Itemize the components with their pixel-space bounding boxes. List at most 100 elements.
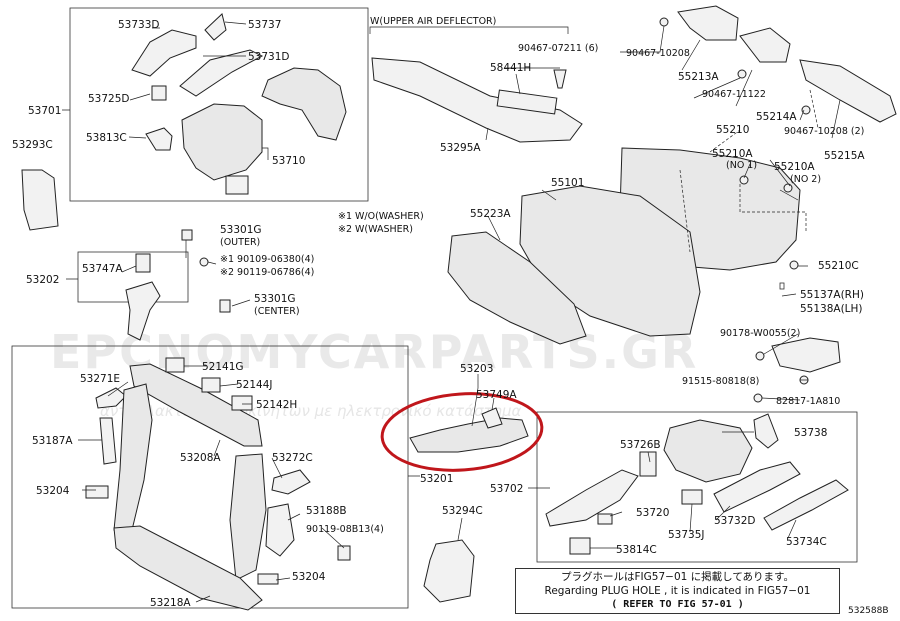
part-53272C bbox=[271, 469, 311, 495]
plug-hole-note: プラグホールはFIG57−01 に掲載してあります。 Regarding PLU… bbox=[515, 568, 840, 614]
group-box-53702 bbox=[536, 411, 858, 563]
label-53295A: 53295A bbox=[440, 142, 481, 154]
label-53734C: 53734C bbox=[786, 536, 827, 548]
clip-90178 bbox=[755, 351, 765, 361]
part-53188B bbox=[265, 503, 295, 557]
part-53710 bbox=[181, 103, 263, 181]
label-52144J: 52144J bbox=[236, 379, 273, 391]
label-53710: 53710 bbox=[272, 155, 305, 167]
highlight-circle bbox=[380, 392, 544, 472]
part-apron-53702 bbox=[663, 419, 753, 483]
leaders-top-right bbox=[485, 25, 841, 141]
label-53813C: 53813C bbox=[86, 132, 127, 144]
label-53738: 53738 bbox=[794, 427, 827, 439]
note-line-ref: ( REFER TO FIG 57-01 ) bbox=[611, 599, 744, 610]
clip-90467-10208 bbox=[659, 17, 669, 27]
label-53208A: 53208A bbox=[180, 452, 221, 464]
leaders-mid-right bbox=[487, 159, 808, 401]
dashed-guides bbox=[679, 89, 819, 253]
clip-82817 bbox=[753, 393, 763, 403]
label-55137A: 55137A(RH) bbox=[800, 289, 864, 301]
label-no-2: (NO 2) bbox=[790, 174, 821, 185]
label-53747A: 53747A bbox=[82, 263, 123, 275]
figure-code: 532588B bbox=[848, 606, 889, 616]
part-53720 bbox=[545, 469, 639, 527]
part-55223A bbox=[447, 231, 587, 345]
part-58441H bbox=[496, 89, 558, 115]
part-53294C bbox=[423, 539, 475, 603]
label-90467-07211: 90467-07211 (6) bbox=[518, 43, 598, 54]
part-53726B bbox=[639, 451, 657, 477]
label-55138A: 55138A(LH) bbox=[800, 303, 863, 315]
part-53202 bbox=[125, 281, 161, 341]
label-90467-10208: 90467-10208 bbox=[626, 48, 690, 59]
label-52141G: 52141G bbox=[202, 361, 244, 373]
group-box-53701 bbox=[69, 7, 369, 202]
label-53271E: 53271E bbox=[80, 373, 120, 385]
clip-55210C bbox=[789, 260, 799, 270]
part-53734C bbox=[763, 479, 849, 531]
clip-55210A-2 bbox=[783, 183, 793, 193]
label-90119-08B13: 90119-08B13(4) bbox=[306, 524, 384, 535]
label-53187A: 53187A bbox=[32, 435, 73, 447]
label-58441H: 58441H bbox=[490, 62, 531, 74]
label-55215A: 55215A bbox=[824, 150, 865, 162]
label-53733D: 53733D bbox=[118, 19, 160, 31]
screw-90109 bbox=[199, 257, 209, 267]
part-53204-right bbox=[257, 573, 279, 585]
label-53732D: 53732D bbox=[714, 515, 756, 527]
part-53725D bbox=[151, 85, 167, 101]
part-53749A bbox=[481, 407, 503, 429]
leaders-bottom-left bbox=[78, 439, 345, 603]
label-55223A: 55223A bbox=[470, 208, 511, 220]
label-53301G-outer: 53301G bbox=[220, 224, 262, 236]
label-90109-06380: ※1 90109-06380(4) bbox=[220, 254, 314, 265]
label-90178: 90178-W0055(2) bbox=[720, 328, 800, 339]
label-53701: 53701 bbox=[28, 105, 61, 117]
label-no-1: (NO 1) bbox=[726, 160, 757, 171]
label-outer: (OUTER) bbox=[220, 237, 260, 248]
legend-2: ※2 W(WASHER) bbox=[338, 224, 413, 235]
part-53203 bbox=[409, 417, 529, 453]
label-55210C: 55210C bbox=[818, 260, 859, 272]
clip-53301G-outer bbox=[181, 229, 193, 241]
part-53710-bracket bbox=[225, 175, 249, 195]
group-box-53201 bbox=[11, 345, 409, 609]
part-53814C bbox=[569, 537, 591, 555]
clip-marker bbox=[779, 282, 785, 290]
label-53188B: 53188B bbox=[306, 505, 347, 517]
bracket-upper-air-deflector bbox=[369, 26, 569, 34]
label-53203: 53203 bbox=[460, 363, 493, 375]
part-53204-left bbox=[85, 485, 109, 499]
clip-53301G-center bbox=[219, 299, 231, 313]
label-55210A-1: 55210A bbox=[712, 148, 753, 160]
note-line-en: Regarding PLUG HOLE , it is indicated in… bbox=[544, 585, 811, 597]
part-55213A bbox=[677, 5, 739, 41]
watermark-sub: ανταλλακτικά αυτοκινήτων με ηλεκτρονικό … bbox=[100, 402, 522, 420]
part-side-support-left bbox=[113, 383, 153, 531]
part-52144J bbox=[201, 377, 221, 393]
label-82817: 82817-1A810 bbox=[776, 396, 840, 407]
label-53301G-center: 53301G bbox=[254, 293, 296, 305]
part-53735J bbox=[681, 489, 703, 505]
bolt-90119 bbox=[337, 545, 351, 561]
label-55210A-2: 55210A bbox=[774, 161, 815, 173]
label-53202: 53202 bbox=[26, 274, 59, 286]
part-53720-clip bbox=[597, 513, 613, 525]
label-90467-10208-2: 90467-10208 (2) bbox=[784, 126, 864, 137]
part-side-support-right bbox=[229, 453, 267, 581]
label-53731D: 53731D bbox=[248, 51, 290, 63]
label-55210: 55210 bbox=[716, 124, 749, 136]
legend-1: ※1 W/O(WASHER) bbox=[338, 211, 424, 222]
note-line-jp: プラグホールはFIG57−01 に掲載してあります。 bbox=[561, 571, 794, 583]
label-53294C: 53294C bbox=[442, 505, 483, 517]
part-55137A bbox=[771, 337, 841, 373]
part-53271E bbox=[95, 387, 127, 409]
label-52142H: 52142H bbox=[256, 399, 297, 411]
leaders-bottom-right bbox=[408, 374, 797, 549]
part-53293C bbox=[21, 169, 59, 231]
part-53813C bbox=[145, 127, 173, 151]
part-wheelhouse bbox=[261, 67, 347, 141]
clip-90467-07211 bbox=[553, 69, 567, 89]
